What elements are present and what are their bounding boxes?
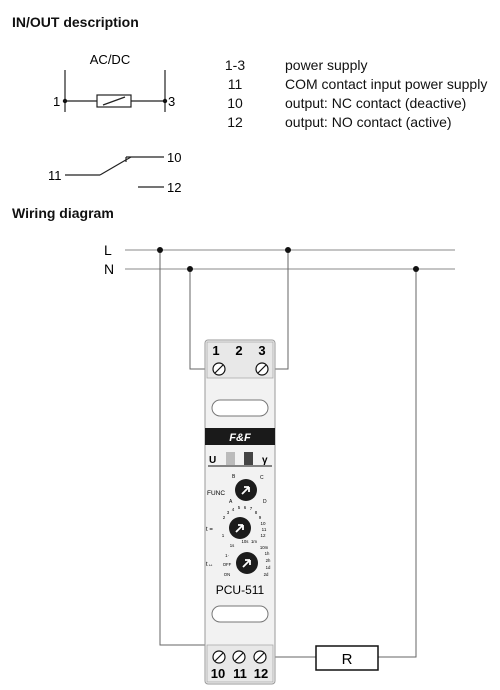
desc-row-supply: 1-3 power supply: [205, 57, 495, 75]
desc-row-com: 11 COM contact input power supply: [205, 76, 495, 94]
line-label-n: N: [104, 261, 114, 277]
indicator-relay-label: γ: [262, 455, 268, 466]
coil-label: AC/DC: [90, 52, 130, 67]
range-mark: 1h: [265, 551, 270, 556]
terminal-screw-12: [253, 650, 267, 664]
desc-code: 12: [227, 114, 243, 130]
vent-slot-top: [211, 399, 269, 417]
coil-node-3: [162, 98, 168, 104]
range-knob-arrow-icon: [242, 559, 251, 568]
range-mark: 1s: [230, 543, 235, 548]
desc-text: output: NC contact (deactive): [285, 95, 467, 111]
brand-logo: F&F: [229, 432, 251, 444]
range-label: t↔: [206, 562, 214, 568]
indicator-relay-led: [244, 452, 253, 465]
vent-slot-bottom: [211, 605, 269, 623]
wiring: [159, 250, 417, 658]
func-mark-b: B: [232, 474, 236, 480]
func-label: FUNC: [207, 490, 225, 497]
contact-terminal-12: 12: [167, 180, 181, 195]
terminal-label-3: 3: [258, 343, 265, 358]
desc-code: 11: [227, 76, 243, 92]
time-mark: 5: [238, 505, 241, 510]
coil-symbol: [64, 70, 166, 112]
range-mark: 10s: [242, 539, 249, 544]
range-mark: 2h: [266, 558, 271, 563]
relay-device: F&F U γ FUNC B C A D t = 2 3 4 5 6 7 8 9…: [204, 339, 276, 685]
terminal-label-2: 2: [235, 343, 242, 358]
indicator-u-label: U: [209, 455, 216, 466]
wiring-diagram-title: Wiring diagram: [12, 205, 114, 221]
desc-text: output: NO contact (active): [285, 114, 452, 130]
coil-node-1: [62, 98, 68, 104]
contact-symbol: [65, 156, 164, 188]
io-description-title: IN/OUT description: [12, 14, 139, 30]
terminal-screw-1: [212, 362, 226, 376]
terminal-label-11: 11: [233, 666, 247, 681]
terminal-screw-10: [212, 650, 226, 664]
indicator-u-led: [226, 452, 235, 465]
range-mark: 1m: [251, 539, 257, 544]
time-knob-arrow-icon: [235, 524, 244, 533]
junction-n-supply: [187, 266, 193, 272]
brand-bar: [205, 428, 275, 445]
range-mark: ON: [224, 572, 230, 577]
coil-terminal-3: 3: [168, 94, 175, 109]
contact-terminal-10: 10: [167, 150, 181, 165]
line-label-l: L: [104, 242, 112, 258]
func-mark-c: C: [260, 475, 264, 481]
desc-code: 10: [227, 95, 243, 111]
range-mark: 1d: [266, 565, 271, 570]
time-mark: 10: [260, 521, 266, 526]
junction-l-supply: [285, 247, 291, 253]
desc-code: 1-3: [224, 57, 246, 73]
time-mark: 4: [232, 507, 235, 512]
time-mark: 6: [244, 505, 247, 510]
desc-text: COM contact input power supply: [285, 76, 488, 92]
range-mark: 1·: [225, 553, 229, 558]
terminal-label-1: 1: [212, 343, 219, 358]
time-mark: 7: [250, 506, 253, 511]
func-knob-arrow-icon: [241, 486, 250, 495]
model-label: PCU-511: [216, 583, 265, 597]
time-label: t =: [206, 527, 213, 533]
func-mark-a: A: [229, 499, 233, 505]
contact-terminal-11: 11: [48, 168, 62, 183]
terminal-screw-11: [232, 650, 246, 664]
time-mark: 8: [255, 510, 258, 515]
range-mark: OFF: [223, 562, 232, 567]
range-mark: 2d: [264, 572, 269, 577]
desc-row-nc: 10 output: NC contact (deactive): [205, 95, 495, 113]
terminal-label-10: 10: [211, 666, 225, 681]
desc-row-no: 12 output: NO contact (active): [205, 114, 495, 132]
junction-n-load: [413, 266, 419, 272]
junction-l-contact: [157, 247, 163, 253]
time-mark: 9: [259, 515, 262, 520]
terminal-screw-3: [255, 362, 269, 376]
desc-text: power supply: [285, 57, 368, 73]
time-mark: 2: [223, 515, 226, 520]
terminal-label-12: 12: [254, 666, 268, 681]
time-mark: 3: [227, 510, 230, 515]
load-resistor: [315, 645, 379, 671]
time-mark: 1: [222, 533, 225, 538]
load-label: R: [342, 651, 353, 668]
time-mark: 11: [262, 527, 267, 532]
func-mark-d: D: [263, 499, 267, 505]
time-mark: 12: [260, 533, 266, 538]
range-mark: 10m: [260, 545, 269, 550]
coil-terminal-1: 1: [53, 94, 60, 109]
